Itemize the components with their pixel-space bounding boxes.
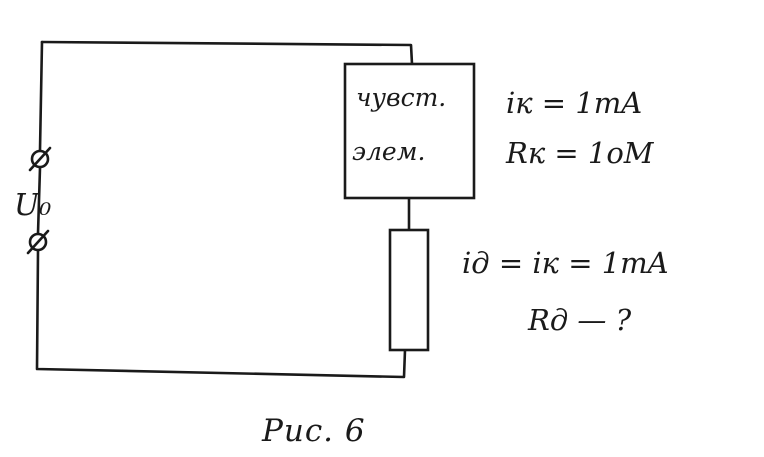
top-wire: [40, 40, 414, 66]
given-current: iк = 1mA: [506, 86, 642, 120]
voltage-label: U₀: [14, 188, 51, 223]
figure-caption: Рис. 6: [261, 413, 366, 449]
resistor: [388, 228, 430, 352]
sensor-label-line1: чувст.: [356, 83, 446, 112]
unknown-resistance: Rд — ?: [527, 303, 632, 337]
circuit-wires: [35, 40, 414, 379]
series-current: iд = iк = 1mA: [462, 246, 669, 280]
left-lower-wire: [35, 249, 407, 379]
left-middle-wire: [36, 166, 42, 235]
left-upper-wire: [38, 40, 44, 152]
voltage-terminal-top: [28, 146, 52, 172]
sensor-label-line2: элем.: [352, 137, 425, 166]
sensor-box: [343, 62, 476, 200]
voltage-terminal-bottom: [26, 229, 50, 255]
given-resistance: Rк = 1oM: [505, 136, 655, 170]
